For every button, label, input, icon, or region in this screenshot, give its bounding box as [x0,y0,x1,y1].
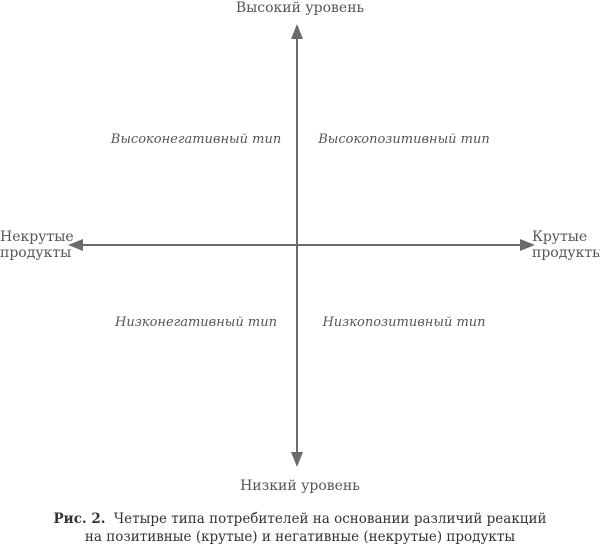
caption-line-2: на позитивные (крутые) и негативные (нек… [84,529,516,545]
caption-line-1: Рис. 2. Четыре типа потребителей на осно… [0,510,600,528]
quadrant-bottom-left: Низконегативный тип [115,315,277,330]
axes-svg [68,24,535,467]
arrow-down-icon [291,452,303,467]
figure-caption: Рис. 2. Четыре типа потребителей на осно… [0,510,600,546]
arrow-right-icon [520,239,535,251]
quadrant-bottom-right: Низкопозитивный тип [322,315,486,330]
axis-label-top: Высокий уровень [235,0,365,16]
caption-text-1: Четыре типа потребителей на основании ра… [113,511,547,527]
quadrant-top-left: Высоконегативный тип [110,132,282,147]
figure-number: Рис. 2. [53,511,106,527]
axis-label-right: Крутые продукты [532,229,600,261]
arrow-left-icon [68,239,83,251]
quadrant-diagram: Высокий уровень Низкий уровень Некрутые … [0,0,600,494]
quadrant-top-right: Высокопозитивный тип [318,132,490,147]
axis-label-left: Некрутые продукты [0,229,74,261]
axis-label-bottom: Низкий уровень [240,478,360,494]
arrow-up-icon [291,24,303,39]
